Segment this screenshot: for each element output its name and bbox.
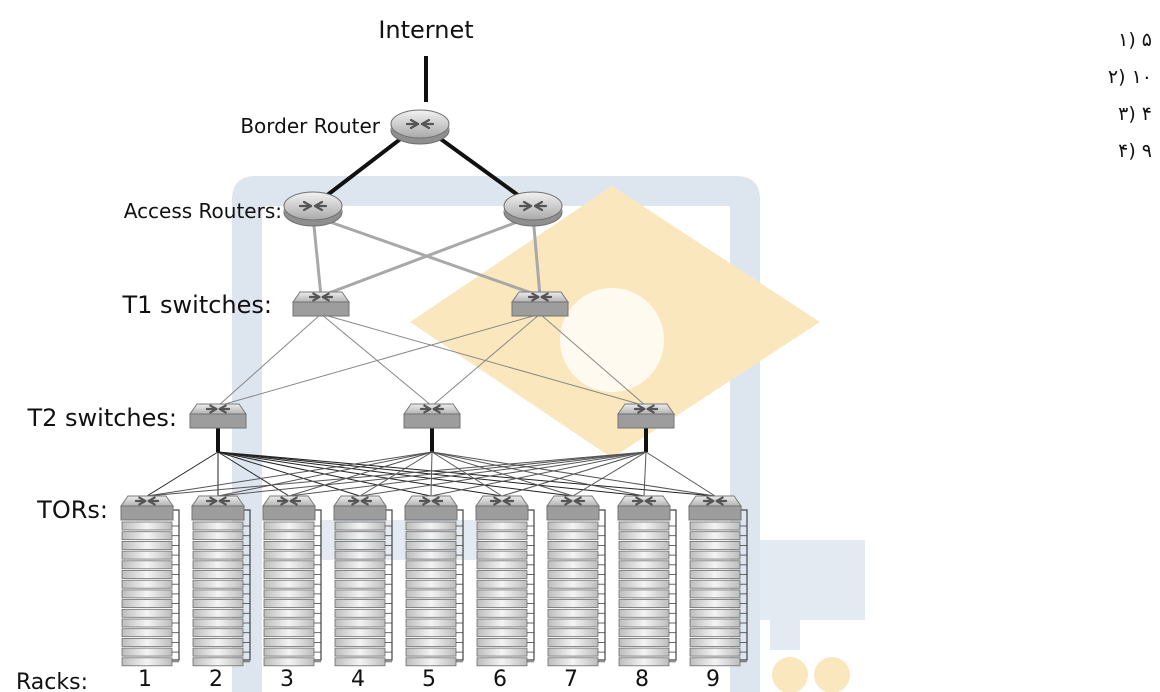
rack-number-1: 1 [138,667,152,692]
tor-switch-7 [546,495,600,521]
rack-number-2: 2 [209,667,223,692]
link-t2-1-tor-1 [146,451,219,497]
link-t1-1-t2-2 [320,313,433,407]
link-t1-1-t2-3 [320,313,647,407]
t2-switches-label: T2 switches: [26,404,177,432]
link-access2-t1-1 [320,214,534,298]
link-t1-1-t2-1 [217,313,322,407]
answer-option-1: ۵ (۱ [1118,29,1152,51]
link-t2-2-tor-3 [288,451,433,497]
answer-option-2: ۱۰ (۲ [1107,66,1152,88]
link-t2-2-tor-2 [217,451,433,497]
tor-switch-2 [191,495,245,521]
rack-1 [121,509,180,667]
t2-switch-2 [403,403,461,429]
rack-number-9: 9 [706,667,720,692]
tor-switch-6 [475,495,529,521]
link-t2-3-tor-9 [645,451,716,497]
tor-switch-8 [617,495,671,521]
link-t2-3-tor-5 [430,451,647,497]
link-t1-2-t2-2 [431,313,541,407]
t1-switches-label: T1 switches: [121,291,272,319]
t1-switch-1 [292,291,350,317]
rack-number-7: 7 [564,667,578,692]
t1-switch-2 [511,291,569,317]
link-t2-3-tor-7 [572,451,647,497]
border-router [390,109,450,145]
link-t2-3-tor-4 [359,451,647,497]
devices-layer [120,109,748,667]
rack-2 [192,509,251,667]
tor-switch-1 [120,495,174,521]
tor-switch-4 [333,495,387,521]
tors-label: TORs: [36,496,108,524]
tor-switch-9 [688,495,742,521]
link-t2-3-tor-2 [217,451,647,497]
access-router-2 [503,191,563,227]
link-t2-3-tor-1 [146,451,647,497]
link-t2-1-tor-3 [217,451,290,497]
rack-number-6: 6 [493,667,507,692]
border-router-label: Border Router [240,114,380,138]
link-t2-3-tor-3 [288,451,647,497]
rack-number-3: 3 [280,667,294,692]
rack-number-5: 5 [422,667,436,692]
link-t1-2-t2-3 [539,313,647,407]
link-t2-3-tor-6 [501,451,647,497]
link-t1-2-t2-1 [217,313,541,407]
link-access2-t1-2 [531,215,542,297]
tor-switch-3 [262,495,316,521]
link-t2-3-tor-8 [643,451,647,497]
internet-label: Internet [378,16,473,44]
racks-label: Racks: [16,670,88,692]
t2-switch-1 [189,403,247,429]
links-layer [146,56,716,497]
rack-number-4: 4 [351,667,365,692]
answer-options: ۵ (۱ ۱۰ (۲ ۴ (۳ ۹ (۴ [1072,22,1152,170]
answer-option-4: ۹ (۴ [1118,140,1152,162]
rack-4 [334,509,393,667]
rack-3 [263,509,322,667]
link-t2-2-tor-1 [146,451,433,497]
rack-5 [405,509,464,667]
rack-8 [618,509,677,667]
answer-option-3: ۴ (۳ [1118,103,1152,125]
rack-number-8: 8 [635,667,649,692]
watermark [232,176,865,692]
rack-9 [689,509,748,667]
rack-7 [547,509,606,667]
tor-switch-5 [404,495,458,521]
access-router-1 [283,191,343,227]
access-routers-label: Access Routers: [124,199,282,223]
rack-6 [476,509,535,667]
link-access1-t1-1 [311,215,323,297]
t2-switch-3 [617,403,675,429]
